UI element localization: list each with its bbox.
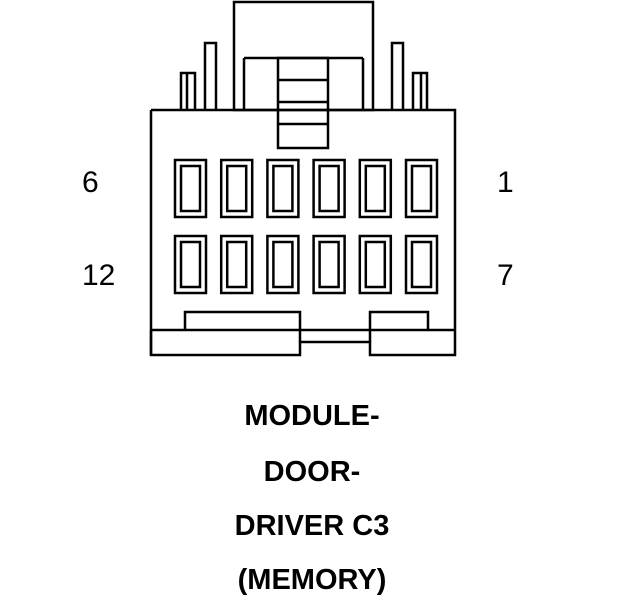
terminal-cavity [404,234,439,295]
terminal-cavity-inner [272,240,294,289]
terminal-cavity [358,234,393,295]
terminal-cavity [266,158,300,219]
terminal-cavity-inner [225,164,248,213]
terminal-cavity [312,234,346,295]
pin-label-top-left: 6 [82,166,99,199]
pin-label-bottom-left: 12 [82,259,116,292]
terminal-cavity-inner [364,164,387,213]
terminal-cavity-inner [318,164,340,213]
terminal-cavity [173,234,208,295]
terminal-cavity-inner [364,240,387,289]
terminal-cavity [312,158,346,219]
terminal-cavity-inner [272,164,294,213]
terminal-cavity-inner [179,240,202,289]
terminal-cavities [173,158,439,295]
terminal-cavity [358,158,393,219]
terminal-cavity-inner [410,164,433,213]
caption-line-3: DRIVER C3 [234,510,390,542]
terminal-cavity [219,234,254,295]
caption-line-2: DOOR- [263,456,361,488]
connector-face-diagram [149,0,457,357]
pin-label-top-right: 1 [497,166,514,199]
terminal-cavity-inner [318,240,340,289]
caption-line-1: MODULE- [244,400,380,432]
locking-latch [232,0,375,150]
terminal-cavity [404,158,439,219]
caption-line-4: (MEMORY) [237,564,387,596]
terminal-cavity [266,234,300,295]
connector-housing [149,108,457,357]
terminal-cavity-inner [225,240,248,289]
terminal-cavity-inner [410,240,433,289]
pin-label-bottom-right: 7 [497,259,514,292]
right-guide-posts [390,41,429,110]
terminal-cavity-inner [179,164,202,213]
terminal-cavity [173,158,208,219]
left-guide-posts [179,41,218,110]
terminal-cavity [219,158,254,219]
